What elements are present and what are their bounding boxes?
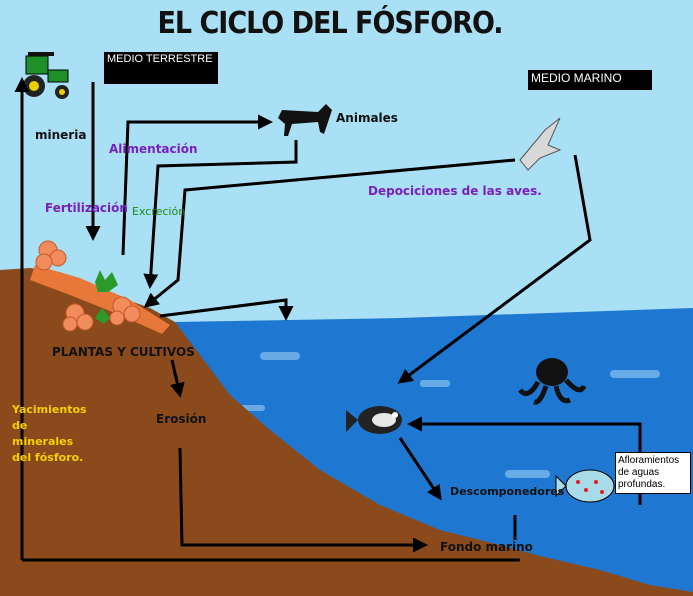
arrow-fish-to-descomp bbox=[398, 437, 442, 501]
sea-highlights bbox=[240, 352, 660, 478]
land bbox=[0, 268, 693, 596]
flower-icon bbox=[35, 240, 141, 332]
label-excrecion: Excreción bbox=[132, 205, 186, 218]
horse-icon bbox=[278, 104, 332, 136]
label-descomponedores: Descomponedores bbox=[450, 485, 565, 498]
arrow-bird-to-fish bbox=[397, 154, 592, 384]
label-deposiciones: Depociciones de las aves. bbox=[368, 184, 542, 198]
arrow-plants-to-erosion bbox=[170, 359, 185, 398]
label-afloramientos: Afloramientos de aguas profundas. bbox=[615, 452, 691, 494]
label-medio-marino: MEDIO MARINO bbox=[528, 70, 652, 90]
label-fondo-marino: Fondo marino bbox=[440, 540, 533, 554]
label-medio-terrestre: MEDIO TERRESTRE bbox=[104, 52, 218, 84]
bird-icon bbox=[519, 117, 562, 171]
cycle-arrows bbox=[14, 77, 642, 562]
label-plantas-cultivos: PLANTAS Y CULTIVOS bbox=[52, 345, 195, 359]
label-animales: Animales bbox=[336, 111, 398, 125]
arrow-excrecion bbox=[143, 140, 298, 289]
arrow-erosion-to-fondo bbox=[178, 447, 428, 553]
label-fertilizacion: Fertilización bbox=[45, 201, 128, 215]
label-mineria: mineria bbox=[35, 128, 87, 142]
pufferfish-icon bbox=[555, 469, 615, 503]
label-erosion: Erosión bbox=[156, 412, 207, 426]
fish-icon bbox=[346, 406, 402, 434]
octopus-icon bbox=[518, 358, 587, 405]
tractor-icon bbox=[23, 52, 69, 99]
label-alimentacion: Alimentación bbox=[109, 142, 198, 156]
arrow-depociciones bbox=[143, 158, 516, 308]
label-yacimientos: Yacimientos de minerales del fósforo. bbox=[12, 403, 87, 464]
arrow-runoff bbox=[159, 298, 294, 321]
plant-icon bbox=[95, 270, 118, 324]
page-title: EL CICLO DEL FÓSFORO. bbox=[157, 6, 503, 41]
arrow-alimentacion bbox=[121, 114, 273, 256]
